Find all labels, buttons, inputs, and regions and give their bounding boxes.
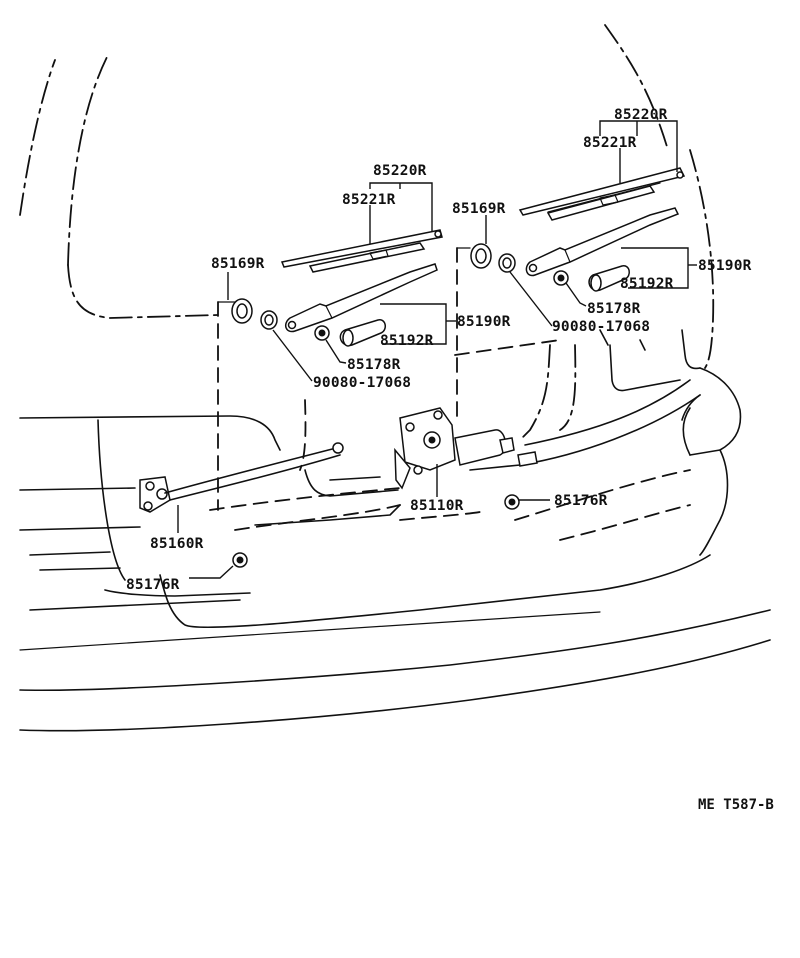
arm-head-cover-right [588, 265, 630, 292]
grommet-left [232, 552, 248, 568]
leader-lines [177, 120, 697, 579]
label-link: 85160R [150, 536, 204, 552]
vehicle-body-outline [19, 24, 771, 732]
arm-head-cover-left [339, 319, 386, 347]
assembly-alignment-lines [217, 247, 471, 511]
wiper-arm-left [284, 263, 438, 333]
wiper-motor [394, 407, 538, 490]
label-washer-left: 90080-17068 [313, 375, 411, 391]
wiper-link [139, 442, 344, 513]
label-nut-right: 85178R [587, 301, 641, 317]
label-cap-right: 85169R [452, 201, 506, 217]
wiper-assembly-left [231, 229, 443, 347]
wiper-blade-right [518, 167, 686, 221]
label-grommet-left: 85176R [126, 577, 180, 593]
grommet-right [504, 494, 520, 510]
wiper-assembly-right [470, 167, 686, 292]
washer-right [498, 253, 516, 273]
washer-left [260, 310, 278, 330]
label-arm-cover-left: 85192R [380, 333, 434, 349]
label-blade-rubber-right: 85221R [583, 135, 637, 151]
label-arm-left: 85190R [457, 314, 511, 330]
cap-left [231, 298, 253, 324]
label-cap-left: 85169R [211, 256, 265, 272]
label-nut-left: 85178R [347, 357, 401, 373]
label-blade-rubber-left: 85221R [342, 192, 396, 208]
part-labels: 85220R 85221R 85169R 85190R 85192R 85178… [126, 107, 774, 813]
label-washer-right: 90080-17068 [552, 319, 650, 335]
diagram-code: ME T587-B [698, 797, 774, 813]
label-arm-cover-right: 85192R [620, 276, 674, 292]
label-blade-assembly-left: 85220R [373, 163, 427, 179]
label-motor: 85110R [410, 498, 464, 514]
cap-right [470, 243, 492, 269]
nut-left [314, 325, 330, 341]
label-grommet-right: 85176R [554, 493, 608, 509]
wiper-arm-right [525, 207, 680, 277]
label-arm-right: 85190R [698, 258, 752, 274]
nut-right [553, 270, 569, 286]
label-blade-assembly-right: 85220R [614, 107, 668, 123]
wiper-blade-left [280, 229, 443, 273]
